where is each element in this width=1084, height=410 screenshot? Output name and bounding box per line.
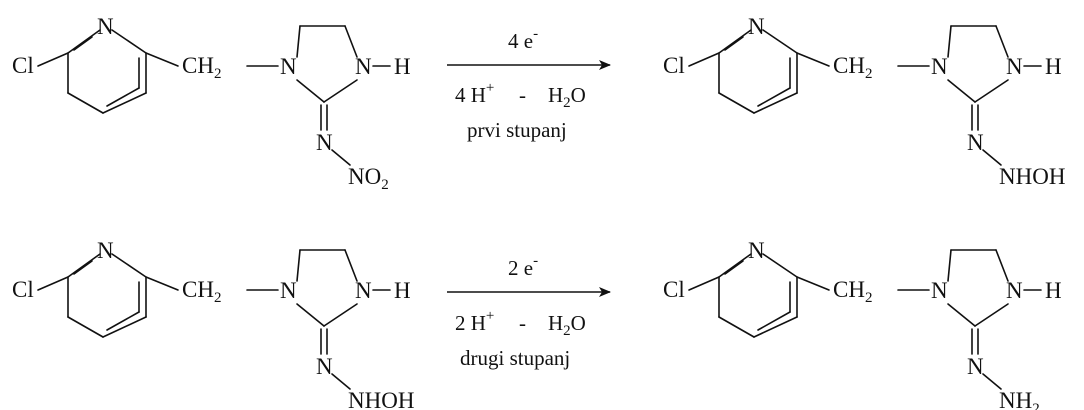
product-hydroxylamine: N Cl CH2 N N H N NHOH [663, 14, 1065, 189]
amine-hydrogen: H [1045, 54, 1062, 79]
imine-nitrogen: N [316, 130, 333, 155]
step1-reaction-arrow: 4 e- 4 H+ - H2O prvi stupanj [447, 26, 611, 142]
ring-nitrogen-1: N [931, 278, 948, 303]
ring-nitrogen-3: N [1006, 54, 1023, 79]
nitro-group: NO2 [348, 164, 389, 193]
pyridine-nitrogen: N [748, 14, 765, 39]
step1-minus: - [519, 83, 526, 107]
pyridine-nitrogen: N [748, 238, 765, 263]
step2-minus: - [519, 311, 526, 335]
chlorine-atom: Cl [12, 53, 34, 78]
ring-nitrogen-1: N [931, 54, 948, 79]
hydroxylamine-group: NHOH [999, 164, 1065, 189]
methylene-group: CH2 [833, 277, 872, 306]
step1-electrons: 4 e- [508, 26, 538, 53]
chlorine-atom: Cl [663, 53, 685, 78]
pyridine-nitrogen: N [97, 14, 114, 39]
reactant-hydroxylamine: N Cl CH2 N N H N NHOH [12, 238, 414, 410]
imidazolidine-ring [947, 249, 1009, 327]
amine-hydrogen: H [394, 54, 411, 79]
imine-nitrogen: N [967, 354, 984, 379]
pyridine-ring [67, 29, 147, 114]
pyridine-ring [718, 29, 798, 114]
step2-label: drugi stupanj [460, 346, 570, 370]
ring-nitrogen-3: N [1006, 278, 1023, 303]
ring-nitrogen-3: N [355, 278, 372, 303]
chlorine-atom: Cl [12, 277, 34, 302]
hydroxylamine-group: NHOH [348, 388, 414, 410]
imidazolidine-ring [947, 25, 1009, 103]
step2-reaction-arrow: 2 e- 2 H+ - H2O drugi stupanj [447, 253, 611, 370]
imine-nitrogen: N [316, 354, 333, 379]
step2-protons: 2 H+ [455, 308, 494, 335]
hydrazine-group: NH2 [999, 388, 1040, 410]
step2-water: H2O [548, 311, 586, 339]
ring-nitrogen-1: N [280, 54, 297, 79]
ring-nitrogen-1: N [280, 278, 297, 303]
methylene-group: CH2 [182, 277, 221, 306]
reactant-nitro: N Cl CH2 N N H N NO2 [12, 14, 411, 193]
step1-label: prvi stupanj [467, 118, 567, 142]
step1-protons: 4 H+ [455, 80, 494, 107]
chlorine-atom: Cl [663, 277, 685, 302]
methylene-group: CH2 [182, 53, 221, 82]
imine-nitrogen: N [967, 130, 984, 155]
imidazolidine-ring [296, 25, 358, 103]
pyridine-nitrogen: N [97, 238, 114, 263]
pyridine-ring [67, 253, 147, 338]
step2-electrons: 2 e- [508, 253, 538, 280]
methylene-group: CH2 [833, 53, 872, 82]
product-hydrazine: N Cl CH2 N N H N NH2 [663, 238, 1062, 410]
pyridine-ring [718, 253, 798, 338]
amine-hydrogen: H [1045, 278, 1062, 303]
step1-water: H2O [548, 83, 586, 111]
amine-hydrogen: H [394, 278, 411, 303]
ring-nitrogen-3: N [355, 54, 372, 79]
imidazolidine-ring [296, 249, 358, 327]
